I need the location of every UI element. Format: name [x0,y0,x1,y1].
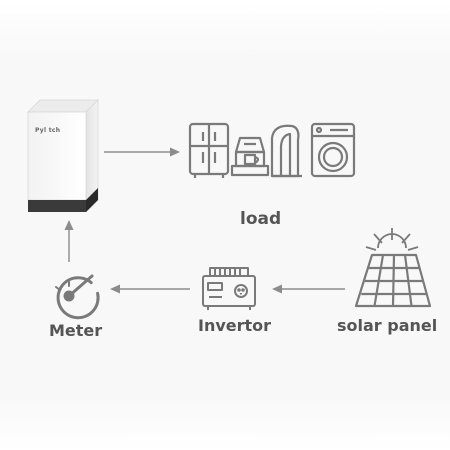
arrow-battery-to-load [104,147,180,157]
refrigerator-icon [188,122,230,178]
meter-gauge-icon [55,274,100,320]
invertor-label: Invertor [198,316,272,335]
iron-icon [270,124,302,178]
battery-brand-label: Pyl ⁠tch [35,127,61,134]
solar-panel-icon [354,228,432,308]
arrow-inverter-to-meter [110,284,190,294]
coffee-machine-icon [230,136,270,177]
washing-machine-icon [310,122,356,178]
solar-panel-label: solar panel [337,316,438,335]
inverter-icon [202,267,256,310]
arrow-solar-to-inverter [272,284,345,294]
battery-cabinet-icon [27,99,99,213]
meter-label: Meter [49,321,103,340]
arrow-meter-to-battery [64,220,74,262]
load-label: load [240,209,282,229]
